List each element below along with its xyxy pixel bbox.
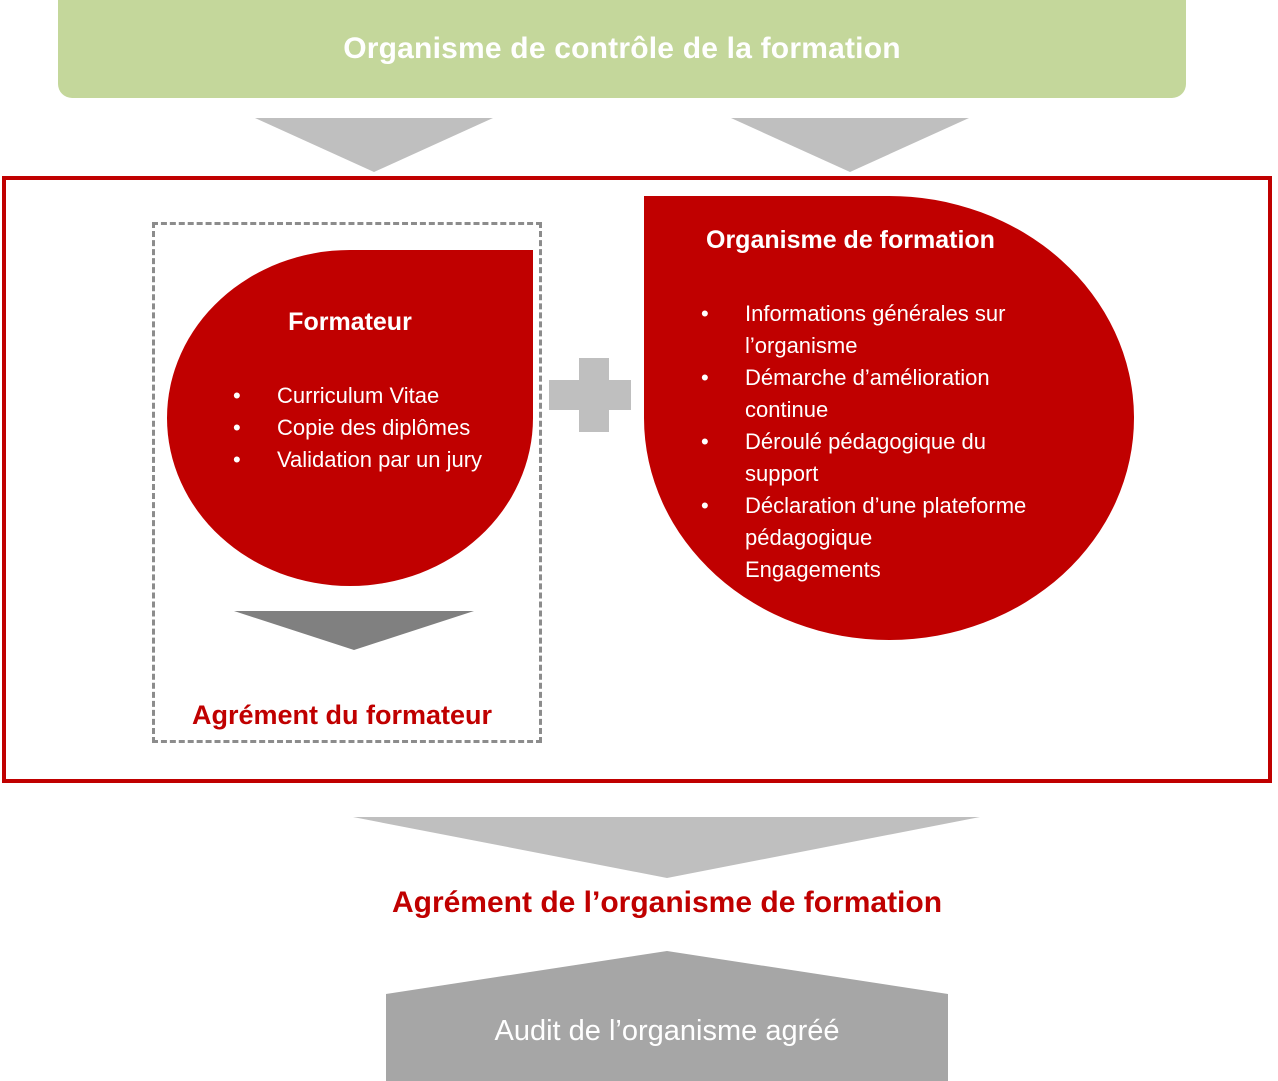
formateur-item-diplomes: Copie des diplômes [233,412,493,444]
organisme-item-plateforme: Déclaration d’une plateforme pédagogique [701,490,1061,554]
arrow-down-right [731,118,969,172]
agrement-formateur-label: Agrément du formateur [192,700,493,730]
audit-label: Audit de l’organisme agréé [494,1015,840,1047]
organisme-title: Organisme de formation [706,226,995,254]
arrow-down-left [255,118,493,172]
formateur-list: Curriculum Vitae Copie des diplômes Vali… [233,380,493,476]
formateur-item-jury: Validation par un jury [233,444,493,476]
organisme-item-amelioration: Démarche d’amélioration continue [701,362,1061,426]
main-frame [2,176,1272,783]
formateur-item-cv: Curriculum Vitae [233,380,493,412]
control-organisation-banner: Organisme de contrôle de la formation [58,0,1186,98]
plus-icon [549,358,631,432]
control-organisation-label: Organisme de contrôle de la formation [343,32,901,65]
agrement-organisme-label: Agrément de l’organisme de formation [391,886,943,919]
organisme-item-engagements: Engagements [745,557,881,582]
audit-shape [386,951,948,1081]
arrow-down-formateur [234,611,474,650]
arrow-down-bottom [353,817,980,878]
organisme-item-deroule: Déroulé pédagogique du support [701,426,1061,490]
formateur-dashed-box [152,222,542,743]
organisme-list: Informations générales sur l’organisme D… [701,298,1061,586]
organisme-item-informations: Informations générales sur l’organisme [701,298,1061,362]
formateur-title: Formateur [288,308,412,336]
